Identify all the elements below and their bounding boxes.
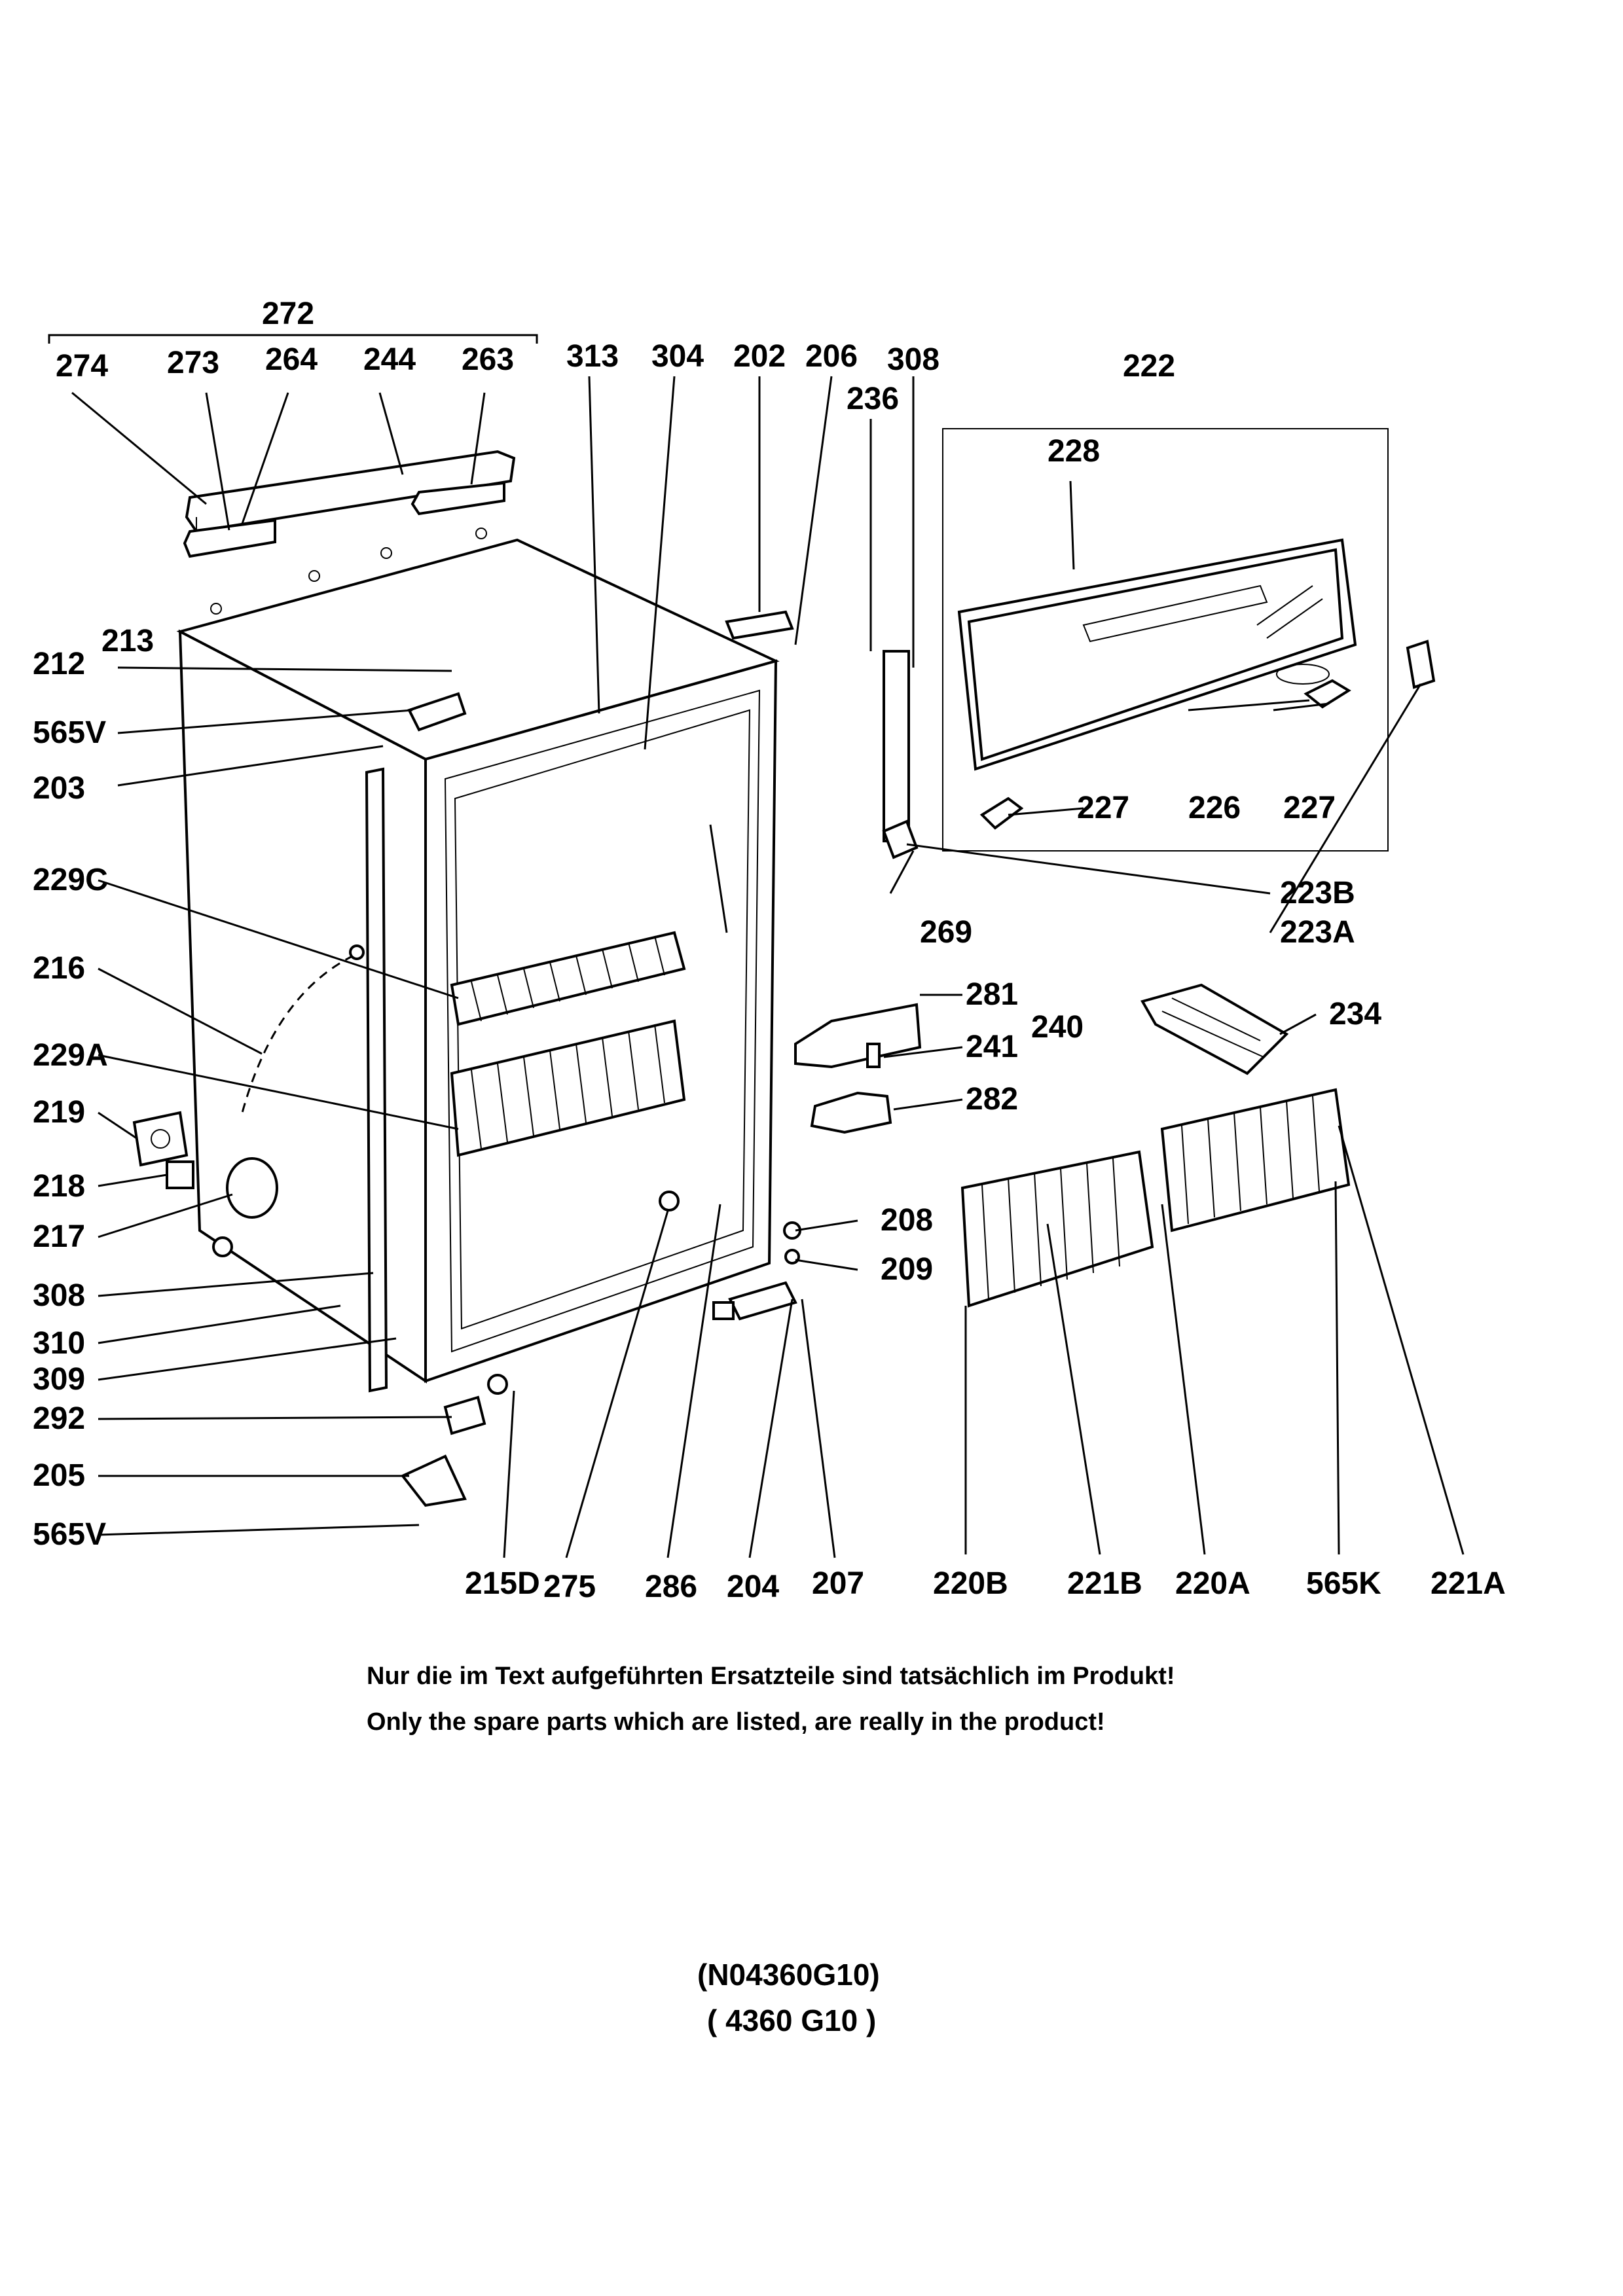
label-308-top: 308 [887, 342, 939, 377]
label-206: 206 [805, 339, 858, 374]
label-263: 263 [462, 342, 514, 377]
light-unit [794, 1003, 922, 1134]
label-208: 208 [881, 1203, 933, 1238]
label-275: 275 [543, 1570, 596, 1604]
label-286: 286 [645, 1570, 697, 1604]
label-304: 304 [651, 339, 704, 374]
ice-tray [1140, 983, 1289, 1075]
top-trim-part [183, 450, 516, 615]
small-parts [212, 610, 910, 1507]
note-german: Nur die im Text aufgeführten Ersatzteile… [367, 1662, 1175, 1690]
shelf-upper [450, 931, 686, 1026]
label-269: 269 [920, 915, 972, 950]
door-strip-left [365, 767, 388, 1393]
label-204: 204 [727, 1570, 779, 1604]
label-274: 274 [56, 349, 108, 384]
door-group-frame [942, 428, 1389, 852]
door-hinges [882, 639, 1436, 859]
label-207: 207 [812, 1566, 864, 1601]
label-229a: 229A [33, 1038, 108, 1073]
label-203: 203 [33, 771, 85, 806]
label-234: 234 [1329, 997, 1381, 1031]
label-244: 244 [363, 342, 416, 377]
label-273: 273 [167, 346, 219, 380]
label-216: 216 [33, 951, 85, 986]
left-small-parts [132, 1111, 278, 1219]
label-222: 222 [1123, 349, 1175, 384]
label-227-left: 227 [1077, 791, 1129, 825]
label-565v-top: 565V [33, 715, 106, 750]
label-221b: 221B [1067, 1566, 1142, 1601]
label-308-bottom: 308 [33, 1278, 85, 1313]
label-565k: 565K [1306, 1566, 1381, 1601]
label-212: 212 [33, 647, 85, 681]
label-236: 236 [847, 382, 899, 416]
label-264: 264 [265, 342, 318, 377]
label-218: 218 [33, 1169, 85, 1204]
label-309: 309 [33, 1362, 85, 1397]
label-313: 313 [566, 339, 619, 374]
label-565v-bottom: 565V [33, 1517, 106, 1552]
group-272-bracket [48, 334, 538, 344]
model-code-secondary: ( 4360 G10 ) [707, 2003, 877, 2037]
label-226: 226 [1188, 791, 1241, 825]
drain-hose [241, 944, 365, 1113]
label-310: 310 [33, 1326, 85, 1361]
label-281: 281 [966, 977, 1018, 1012]
label-215d: 215D [465, 1566, 540, 1601]
leader-lines [71, 376, 1465, 1558]
freezer-door [957, 538, 1357, 771]
label-240: 240 [1031, 1010, 1084, 1045]
model-code-primary: (N04360G10) [697, 1958, 880, 1992]
note-english: Only the spare parts which are listed, a… [367, 1708, 1105, 1736]
cooling-fins-right [1160, 1088, 1351, 1232]
label-272: 272 [262, 296, 314, 331]
label-292: 292 [33, 1401, 85, 1436]
label-241: 241 [966, 1030, 1018, 1064]
label-213: 213 [101, 624, 154, 658]
label-282: 282 [966, 1082, 1018, 1117]
label-217: 217 [33, 1219, 85, 1254]
label-205: 205 [33, 1458, 85, 1493]
label-202: 202 [733, 339, 786, 374]
label-220b: 220B [933, 1566, 1008, 1601]
cooling-fins-left [960, 1150, 1154, 1308]
label-220a: 220A [1175, 1566, 1250, 1601]
label-228: 228 [1048, 434, 1100, 469]
label-221a: 221A [1431, 1566, 1506, 1601]
label-229c: 229C [33, 863, 108, 897]
cabinet-body [176, 538, 780, 1384]
label-219: 219 [33, 1095, 85, 1130]
label-223b: 223B [1280, 876, 1355, 910]
label-209: 209 [881, 1252, 933, 1287]
callout-labels: 272 274 273 264 244 263 313 304 202 206 … [33, 296, 1506, 1604]
label-223a: 223A [1280, 915, 1355, 950]
label-227-right: 227 [1283, 791, 1336, 825]
